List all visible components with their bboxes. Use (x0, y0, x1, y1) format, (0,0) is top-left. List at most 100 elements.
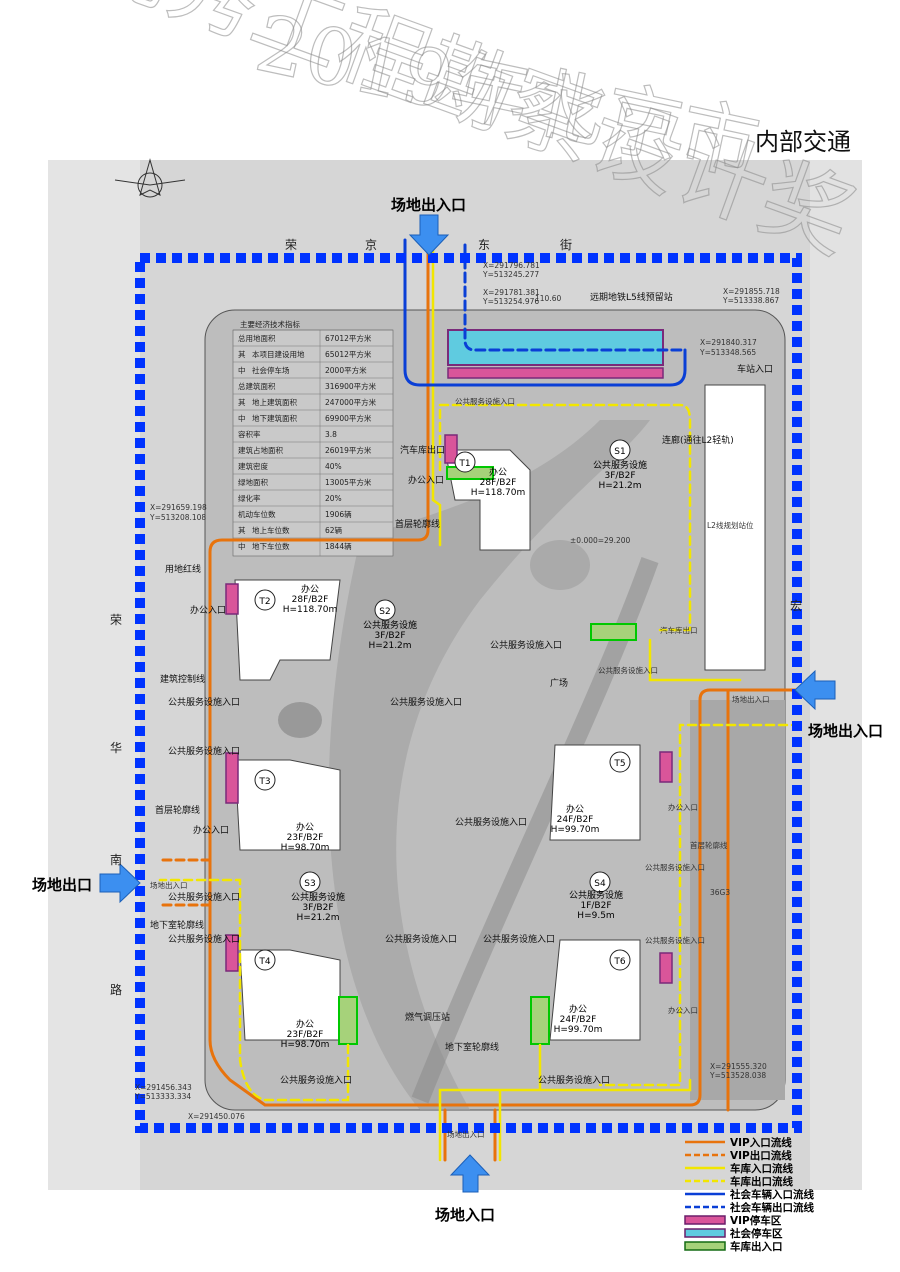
vip-parking-zone (659, 952, 673, 984)
legend-swatch (684, 1215, 726, 1225)
vip-exit-route (158, 858, 212, 907)
table-label: 地上建筑面积 (252, 397, 297, 407)
building-floors: 3F/B2F (604, 471, 635, 481)
table-value: 62辆 (325, 525, 343, 535)
ground-outline-label: 首层轮廓线 (690, 840, 728, 850)
landscape-curve (328, 420, 650, 1110)
building-floors: 3F/B2F (374, 631, 405, 641)
street-char: 华 (110, 741, 122, 755)
l2-station (704, 384, 766, 671)
building-use: 办公 (296, 1018, 314, 1030)
building-id: T3 (258, 777, 270, 787)
office-entry-label: 办公入口 (193, 824, 229, 836)
subway-label: 远期地铁L5线预留站 (590, 291, 673, 303)
vip-parking-zone (444, 434, 458, 464)
office-entry-label: 办公入口 (668, 802, 698, 812)
street-char: 南 (110, 852, 122, 867)
coordinate: X=291855.718 (723, 287, 780, 296)
table-value: 247000平方米 (325, 397, 377, 407)
building-id-icon (609, 751, 631, 773)
left-exit-label: 场地出口 (32, 876, 92, 894)
gas-station-label: 燃气调压站 (405, 1011, 450, 1023)
coordinate: Y=513338.867 (722, 296, 779, 305)
table-group: 其 (238, 350, 246, 359)
l2-label: L2线规划站位 (707, 520, 754, 530)
public-entry-label: 公共服务设施入口 (168, 933, 240, 945)
building-id-icon (254, 589, 276, 611)
legend-label: 社会车辆出口流线 (729, 1201, 814, 1214)
legend-label: VIP入口流线 (730, 1136, 792, 1149)
bottom-entrance-arrow (449, 1154, 491, 1193)
plaza-label: 广场 (550, 677, 568, 689)
coordinate: Y=513528.038 (709, 1071, 766, 1080)
public-entry-label: 公共服务设施入口 (385, 933, 457, 945)
table-label: 总用地面积 (238, 333, 276, 343)
public-entry-label: 公共服务设施入口 (645, 862, 705, 872)
street-char: 京 (365, 238, 377, 252)
building-id-icon (609, 949, 631, 971)
social-entry-route (403, 238, 687, 387)
table-value: 13005平方米 (325, 477, 372, 487)
table-value: 316900平方米 (325, 381, 377, 391)
table-group: 中 (238, 541, 246, 551)
coordinate: Y=513208.108 (149, 513, 206, 522)
building-use: 办公 (301, 583, 319, 595)
building-height: H=9.5m (577, 911, 614, 921)
building-height: H=118.70m (283, 605, 338, 615)
table-label: 总建筑面积 (238, 381, 276, 391)
building-floors: 28F/B2F (292, 595, 329, 605)
top-entrance-label: 场地出入口 (391, 196, 466, 214)
coordinate: X=291555.320 (710, 1062, 767, 1071)
public-entry-label: 公共服务设施入口 (390, 696, 462, 708)
table-value: 1844辆 (325, 541, 352, 551)
building-id: S3 (304, 879, 315, 889)
table-label: 地下车位数 (252, 541, 290, 551)
parking-lot (690, 700, 785, 1100)
building-floors: 24F/B2F (557, 815, 594, 825)
social-parking-zone (447, 329, 664, 366)
street-char: 路 (110, 982, 122, 997)
coordinate: Y=513254.976 (482, 297, 539, 306)
building-id-icon (254, 769, 276, 791)
building-id: T6 (613, 957, 625, 967)
legend-label: VIP出口流线 (730, 1149, 792, 1162)
west-road (48, 160, 140, 1190)
right-entrance-label: 场地出入口 (808, 722, 883, 740)
building-floors: 28F/B2F (480, 478, 517, 488)
building-id-icon (609, 439, 631, 461)
station-entry-label: 车站入口 (737, 363, 773, 375)
vip-entry-route (208, 238, 802, 1107)
table-value: 1906辆 (325, 509, 352, 519)
building-floors: 3F/B2F (302, 903, 333, 913)
coordinate: X=291840.317 (700, 338, 757, 347)
table-label: 地上车位数 (252, 525, 290, 535)
table-value: 67012平方米 (325, 333, 372, 343)
basement-outline-label: 地下室轮廓线 (150, 919, 204, 931)
vip-parking-zone (225, 583, 239, 615)
office-entry-label: 办公入口 (408, 474, 444, 486)
table-value: 2000平方米 (325, 365, 367, 375)
public-entry-label: 公共服务设施入口 (168, 891, 240, 903)
landscape-path (411, 556, 659, 1104)
building-id-icon (374, 599, 396, 621)
legend-label: VIP停车区 (730, 1214, 782, 1227)
building-t4 (239, 949, 341, 1041)
public-entry-label: 公共服务设施入口 (598, 665, 658, 675)
building-id-icon (254, 949, 276, 971)
east-road (810, 160, 862, 1190)
site-boundary (135, 253, 802, 1133)
north-arrow-icon (114, 158, 186, 198)
garage-entry (338, 996, 358, 1045)
building-id: T5 (613, 759, 625, 769)
public-entry-label: 公共服务设施入口 (645, 935, 705, 945)
street-char: 荣 (285, 238, 297, 252)
street-char: 荣 (110, 613, 122, 627)
table-label: 容积率 (238, 429, 261, 439)
building-height: H=98.70m (281, 1040, 330, 1050)
building-use: 公共服务设施 (593, 459, 647, 471)
coordinate: X=291796.781 (483, 261, 540, 270)
table-title: 主要经济技术指标 (240, 319, 300, 329)
building-height: H=99.70m (551, 825, 600, 835)
public-entry-label: 公共服务设施入口 (490, 639, 562, 651)
